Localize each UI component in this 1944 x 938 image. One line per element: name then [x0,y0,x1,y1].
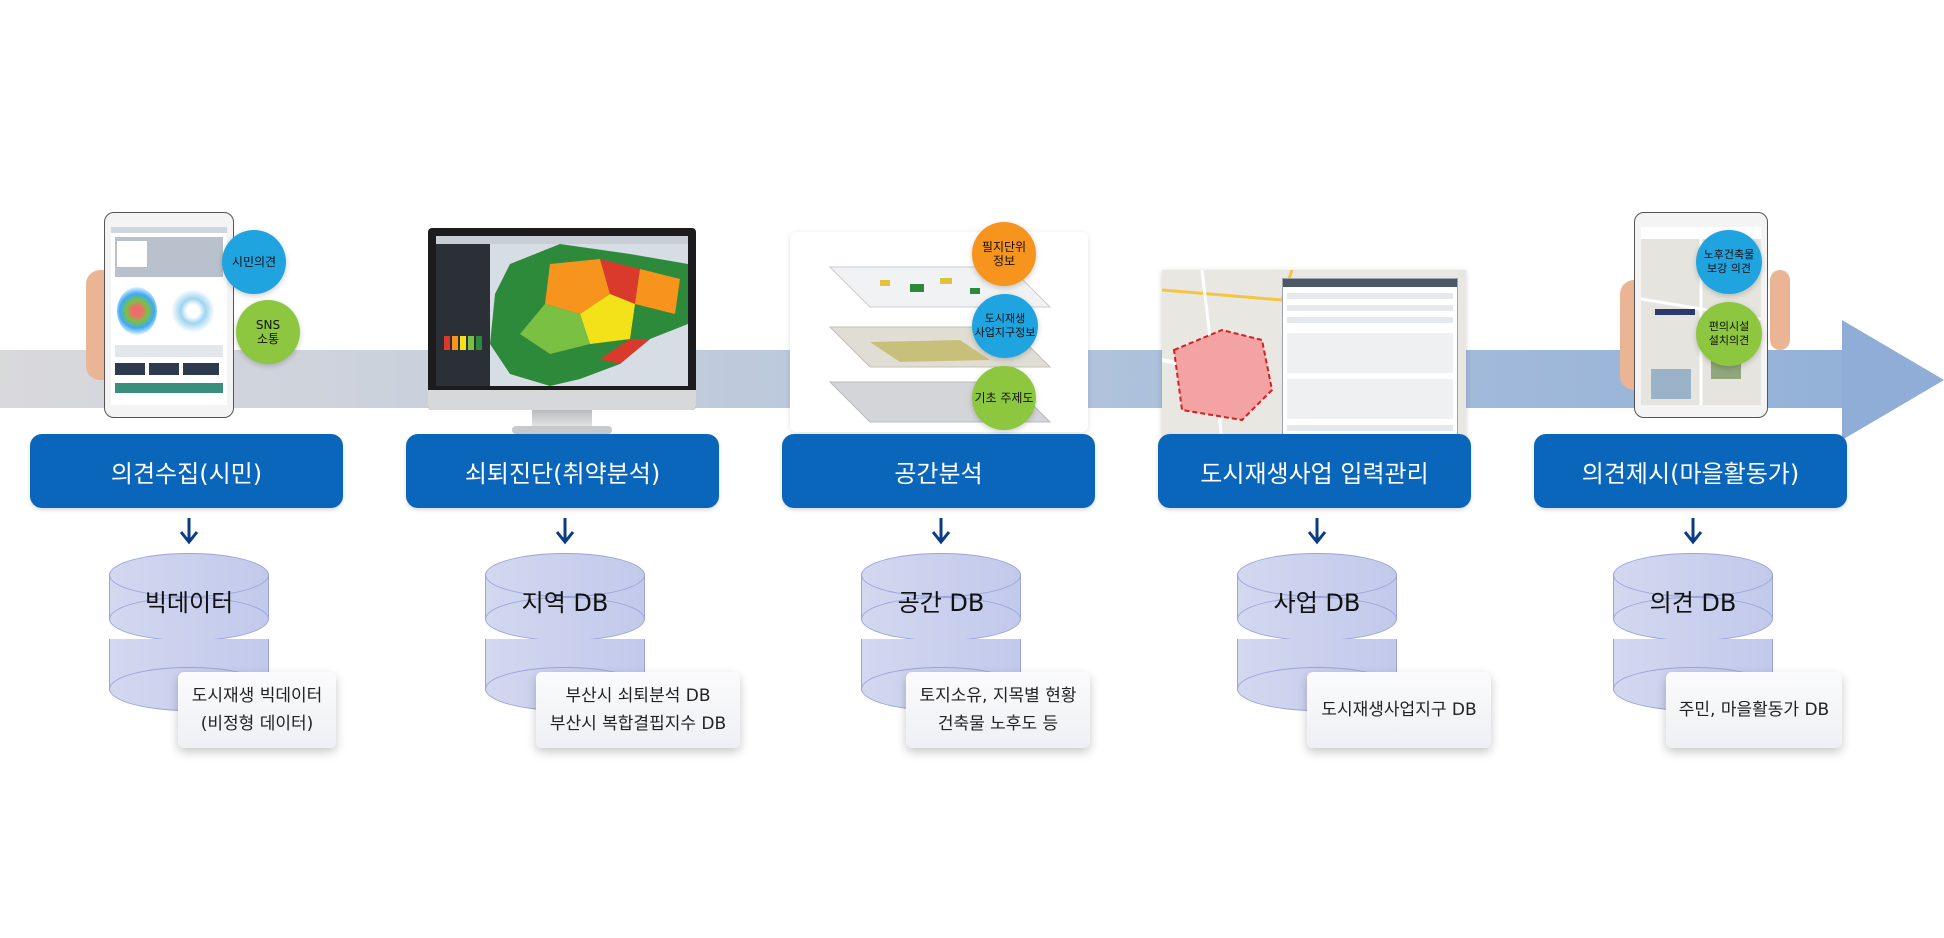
down-arrow-icon [555,518,575,545]
db-label: 빅데이터 [144,589,234,617]
process-flow-arrowhead [1842,320,1944,440]
database-icon-region: 지역 DB [485,553,645,743]
stage-title-project-input: 도시재생사업 입력관리 [1158,434,1471,508]
monitor-base [512,426,612,434]
db-label: 지역 DB [521,589,609,617]
tablet-citizen-illustration [86,210,236,420]
bubble-citizen-opinion: 시민의견 [222,230,286,294]
stage-title-opinion-proposal: 의견제시(마을활동가) [1534,434,1847,508]
layered-maps-illustration [790,232,1088,432]
stage-title-decline-diagnosis: 쇠퇴진단(취약분석) [406,434,719,508]
down-arrow-icon [179,518,199,545]
down-arrow-icon [1307,518,1327,545]
bubble-convenience-facility: 편의시설 설치의견 [1696,302,1762,366]
info-box-spatial: 토지소유, 지목별 현황 건축물 노후도 등 [906,672,1090,748]
project-input-illustration [1162,270,1466,440]
info-line: 주민, 마을활동가 DB [1678,700,1830,720]
db-label: 공간 DB [897,589,985,617]
tablet-frame [104,212,234,418]
monitor-stand [532,410,592,428]
monitor-illustration [428,228,696,436]
info-line: 토지소유, 지목별 현황 [919,686,1077,706]
db-label: 사업 DB [1273,589,1361,617]
bubble-base-thematic-map: 기초 주제도 [972,366,1036,430]
input-form-panel [1282,278,1458,440]
monitor-screen [436,236,688,386]
stage-title-spatial-analysis: 공간분석 [782,434,1095,508]
info-line: 건축물 노후도 등 [937,714,1059,734]
info-box-opinion: 주민, 마을활동가 DB [1666,672,1842,748]
hand-right [1770,270,1790,350]
database-icon-spatial: 공간 DB [861,553,1021,743]
info-box-region: 부산시 쇠퇴분석 DB 부산시 복합결핍지수 DB [536,672,740,748]
down-arrow-icon [1683,518,1703,545]
info-line: 도시재생 빅데이터 [191,686,323,706]
tablet-screen [111,227,227,405]
info-line: 도시재생사업지구 DB [1321,700,1477,720]
info-line: 부산시 복합결핍지수 DB [549,714,727,734]
info-box-project: 도시재생사업지구 DB [1307,672,1491,748]
bubble-parcel-info: 필지단위 정보 [972,222,1036,286]
bubble-regeneration-district: 도시재생 사업지구정보 [972,294,1038,358]
bubble-sns: SNS 소통 [236,300,300,364]
stage-title-opinion-collection: 의견수집(시민) [30,434,343,508]
bubble-old-building-reinforcement: 노후건축물 보강 의견 [1696,230,1762,294]
info-line: (비정형 데이터) [200,714,314,734]
info-line: 부산시 쇠퇴분석 DB [565,686,711,706]
down-arrow-icon [931,518,951,545]
monitor-chin [428,390,696,410]
info-box-bigdata: 도시재생 빅데이터 (비정형 데이터) [178,672,336,748]
db-label: 의견 DB [1649,589,1737,617]
